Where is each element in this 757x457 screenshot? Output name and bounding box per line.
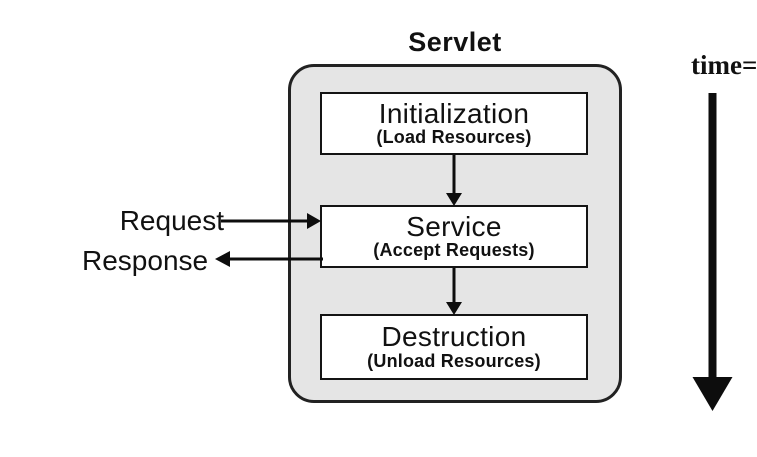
response-label: Response	[82, 245, 209, 276]
destruction-subtitle: (Unload Resources)	[367, 350, 541, 371]
time-axis-arrow-icon	[692, 93, 733, 411]
destruction-title: Destruction	[381, 321, 527, 353]
request-label: Request	[119, 205, 224, 236]
initialization-subtitle: (Load Resources)	[376, 127, 532, 148]
initialization-box: Initialization (Load Resources)	[320, 92, 588, 155]
service-title: Service	[406, 210, 502, 242]
time-label: time=	[691, 50, 757, 80]
initialization-title: Initialization	[378, 97, 530, 129]
flow-arrow-init-to-service-icon	[446, 155, 462, 206]
destruction-box: Destruction (Unload Resources)	[320, 314, 588, 380]
service-subtitle: (Accept Requests)	[373, 240, 535, 261]
response-arrow-icon	[215, 251, 323, 267]
flow-arrow-service-to-destruction-icon	[446, 268, 462, 315]
service-box: Service (Accept Requests)	[320, 205, 588, 268]
request-arrow-icon	[221, 213, 321, 229]
diagram-title: Servlet	[408, 27, 502, 57]
